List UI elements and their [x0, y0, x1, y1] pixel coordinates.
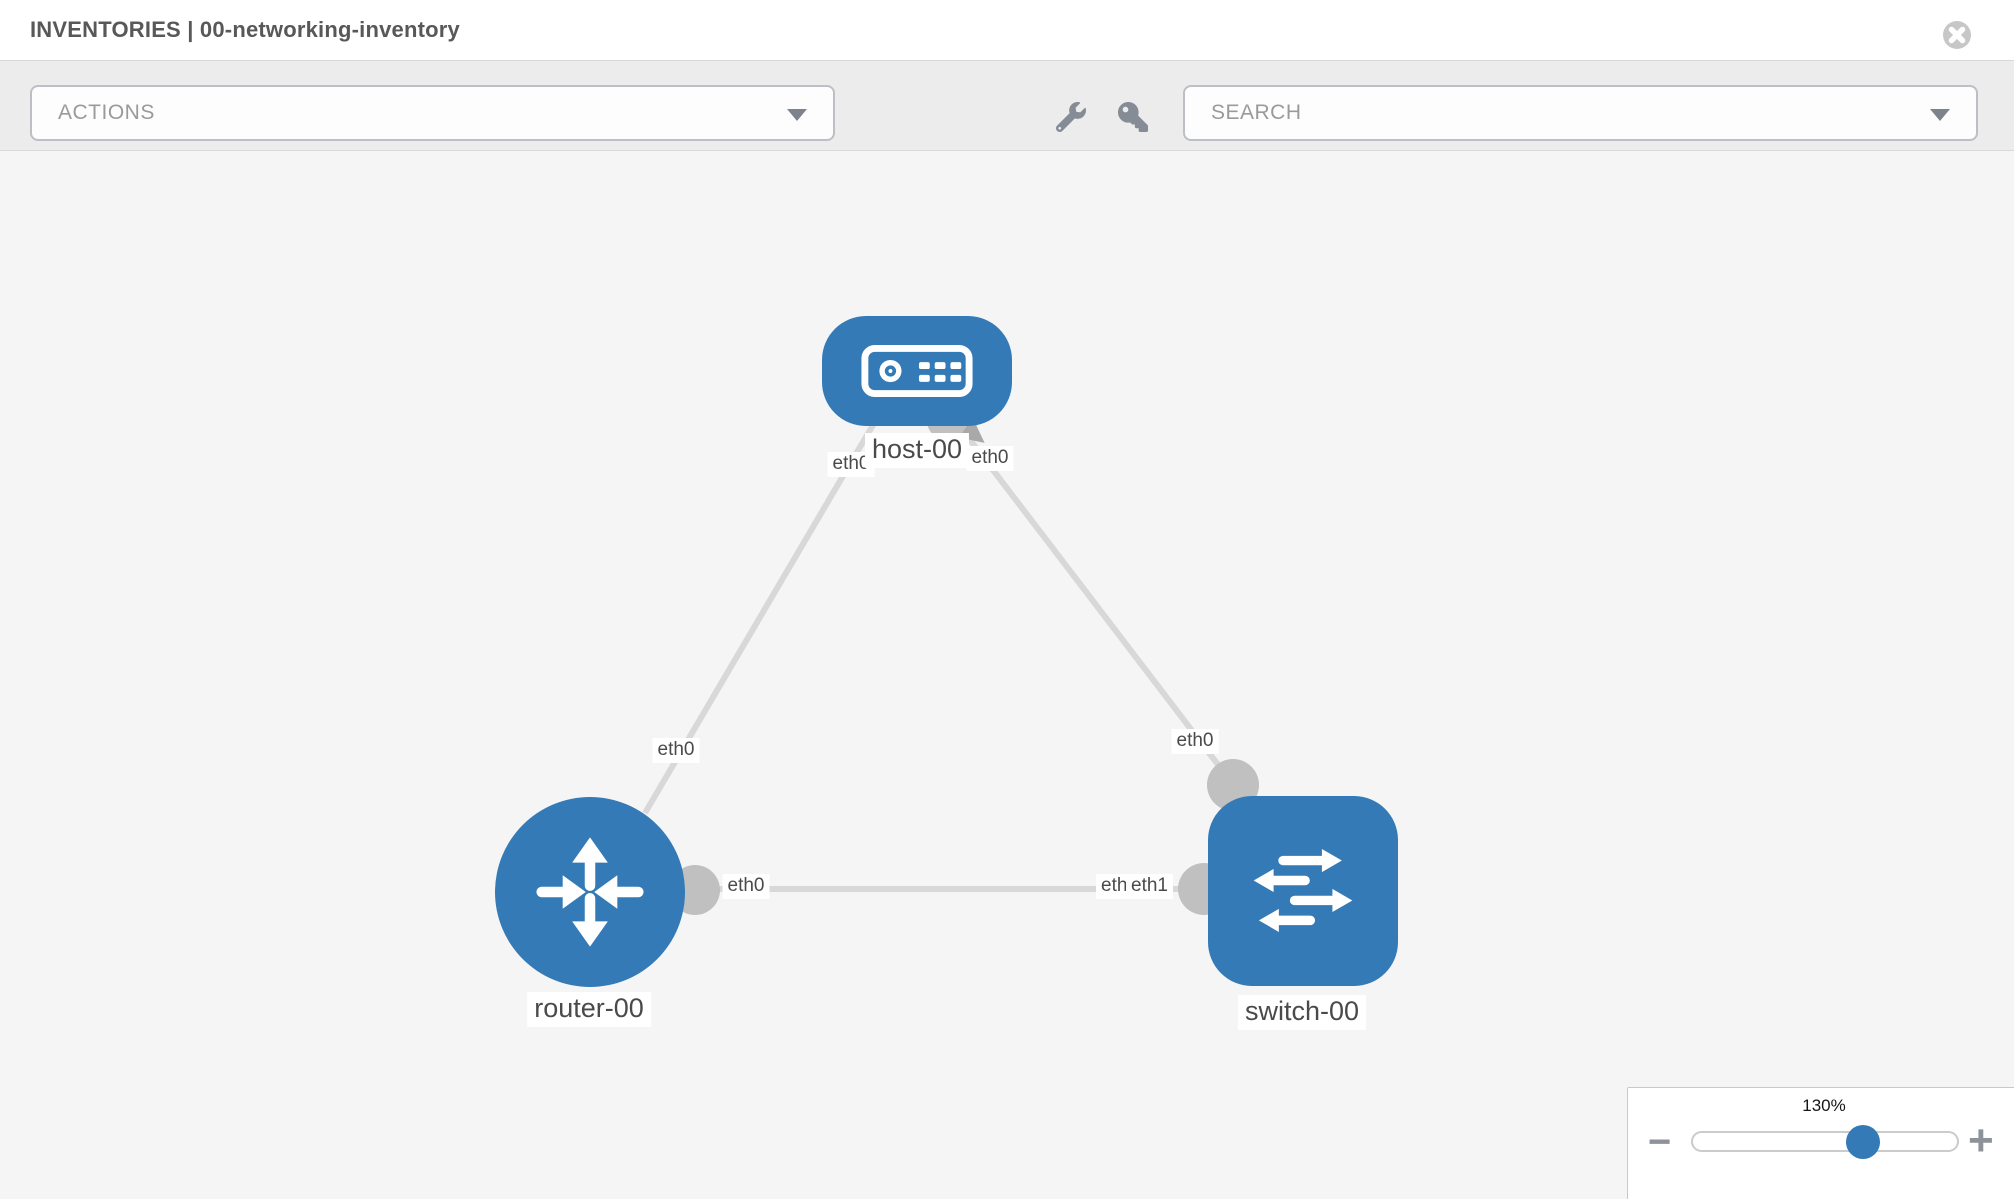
zoom-panel: 130% − +: [1627, 1087, 2014, 1199]
link-host-switch: [945, 409, 1238, 789]
router-icon: [536, 837, 644, 947]
interface-label: eth0: [652, 738, 700, 763]
search-dropdown-label: SEARCH: [1211, 101, 1302, 124]
interface-label: eth0: [827, 452, 875, 477]
node-router[interactable]: [495, 797, 685, 987]
interface-label: eth0: [722, 874, 770, 899]
topology-links-layer: [642, 391, 1259, 915]
actions-dropdown[interactable]: ACTIONS: [30, 85, 835, 141]
header: INVENTORIES | 00-networking-inventory: [0, 0, 2014, 61]
zoom-out-button[interactable]: −: [1648, 1120, 1672, 1164]
zoom-slider-thumb[interactable]: [1846, 1125, 1880, 1159]
zoom-in-button[interactable]: +: [1968, 1116, 1994, 1165]
credentials-button[interactable]: [1118, 102, 1150, 134]
interface-label: eth0: [1171, 729, 1219, 754]
node-switch[interactable]: [1208, 796, 1398, 986]
actions-dropdown-label: ACTIONS: [58, 101, 155, 124]
interface-label: eth1: [1126, 874, 1173, 899]
node-label-host: host-00: [864, 433, 970, 468]
node-label-switch: switch-00: [1237, 995, 1367, 1030]
chevron-down-icon: [787, 109, 807, 121]
switch-icon: [1253, 849, 1353, 932]
node-label-router: router-00: [527, 992, 651, 1027]
topology-canvas[interactable]: eth0 eth0 eth0 eth0 eth0 eth0 eth1 host-…: [0, 151, 2014, 1199]
zoom-slider-track[interactable]: [1691, 1131, 1959, 1152]
interface-label: eth0: [966, 446, 1014, 471]
close-button[interactable]: [1942, 20, 1972, 50]
chevron-down-icon: [1930, 109, 1950, 121]
host-icon: [861, 344, 973, 398]
wrench-icon: [1055, 102, 1086, 133]
node-host[interactable]: [822, 316, 1012, 426]
close-icon: [1943, 21, 1971, 49]
zoom-level: 130%: [1802, 1096, 1846, 1115]
page-title: INVENTORIES | 00-networking-inventory: [30, 17, 460, 42]
tools-button[interactable]: [1055, 102, 1088, 134]
toolbar: ACTIONS SEARCH: [0, 61, 2014, 151]
search-dropdown[interactable]: SEARCH: [1183, 85, 1978, 141]
key-icon: [1118, 102, 1148, 132]
